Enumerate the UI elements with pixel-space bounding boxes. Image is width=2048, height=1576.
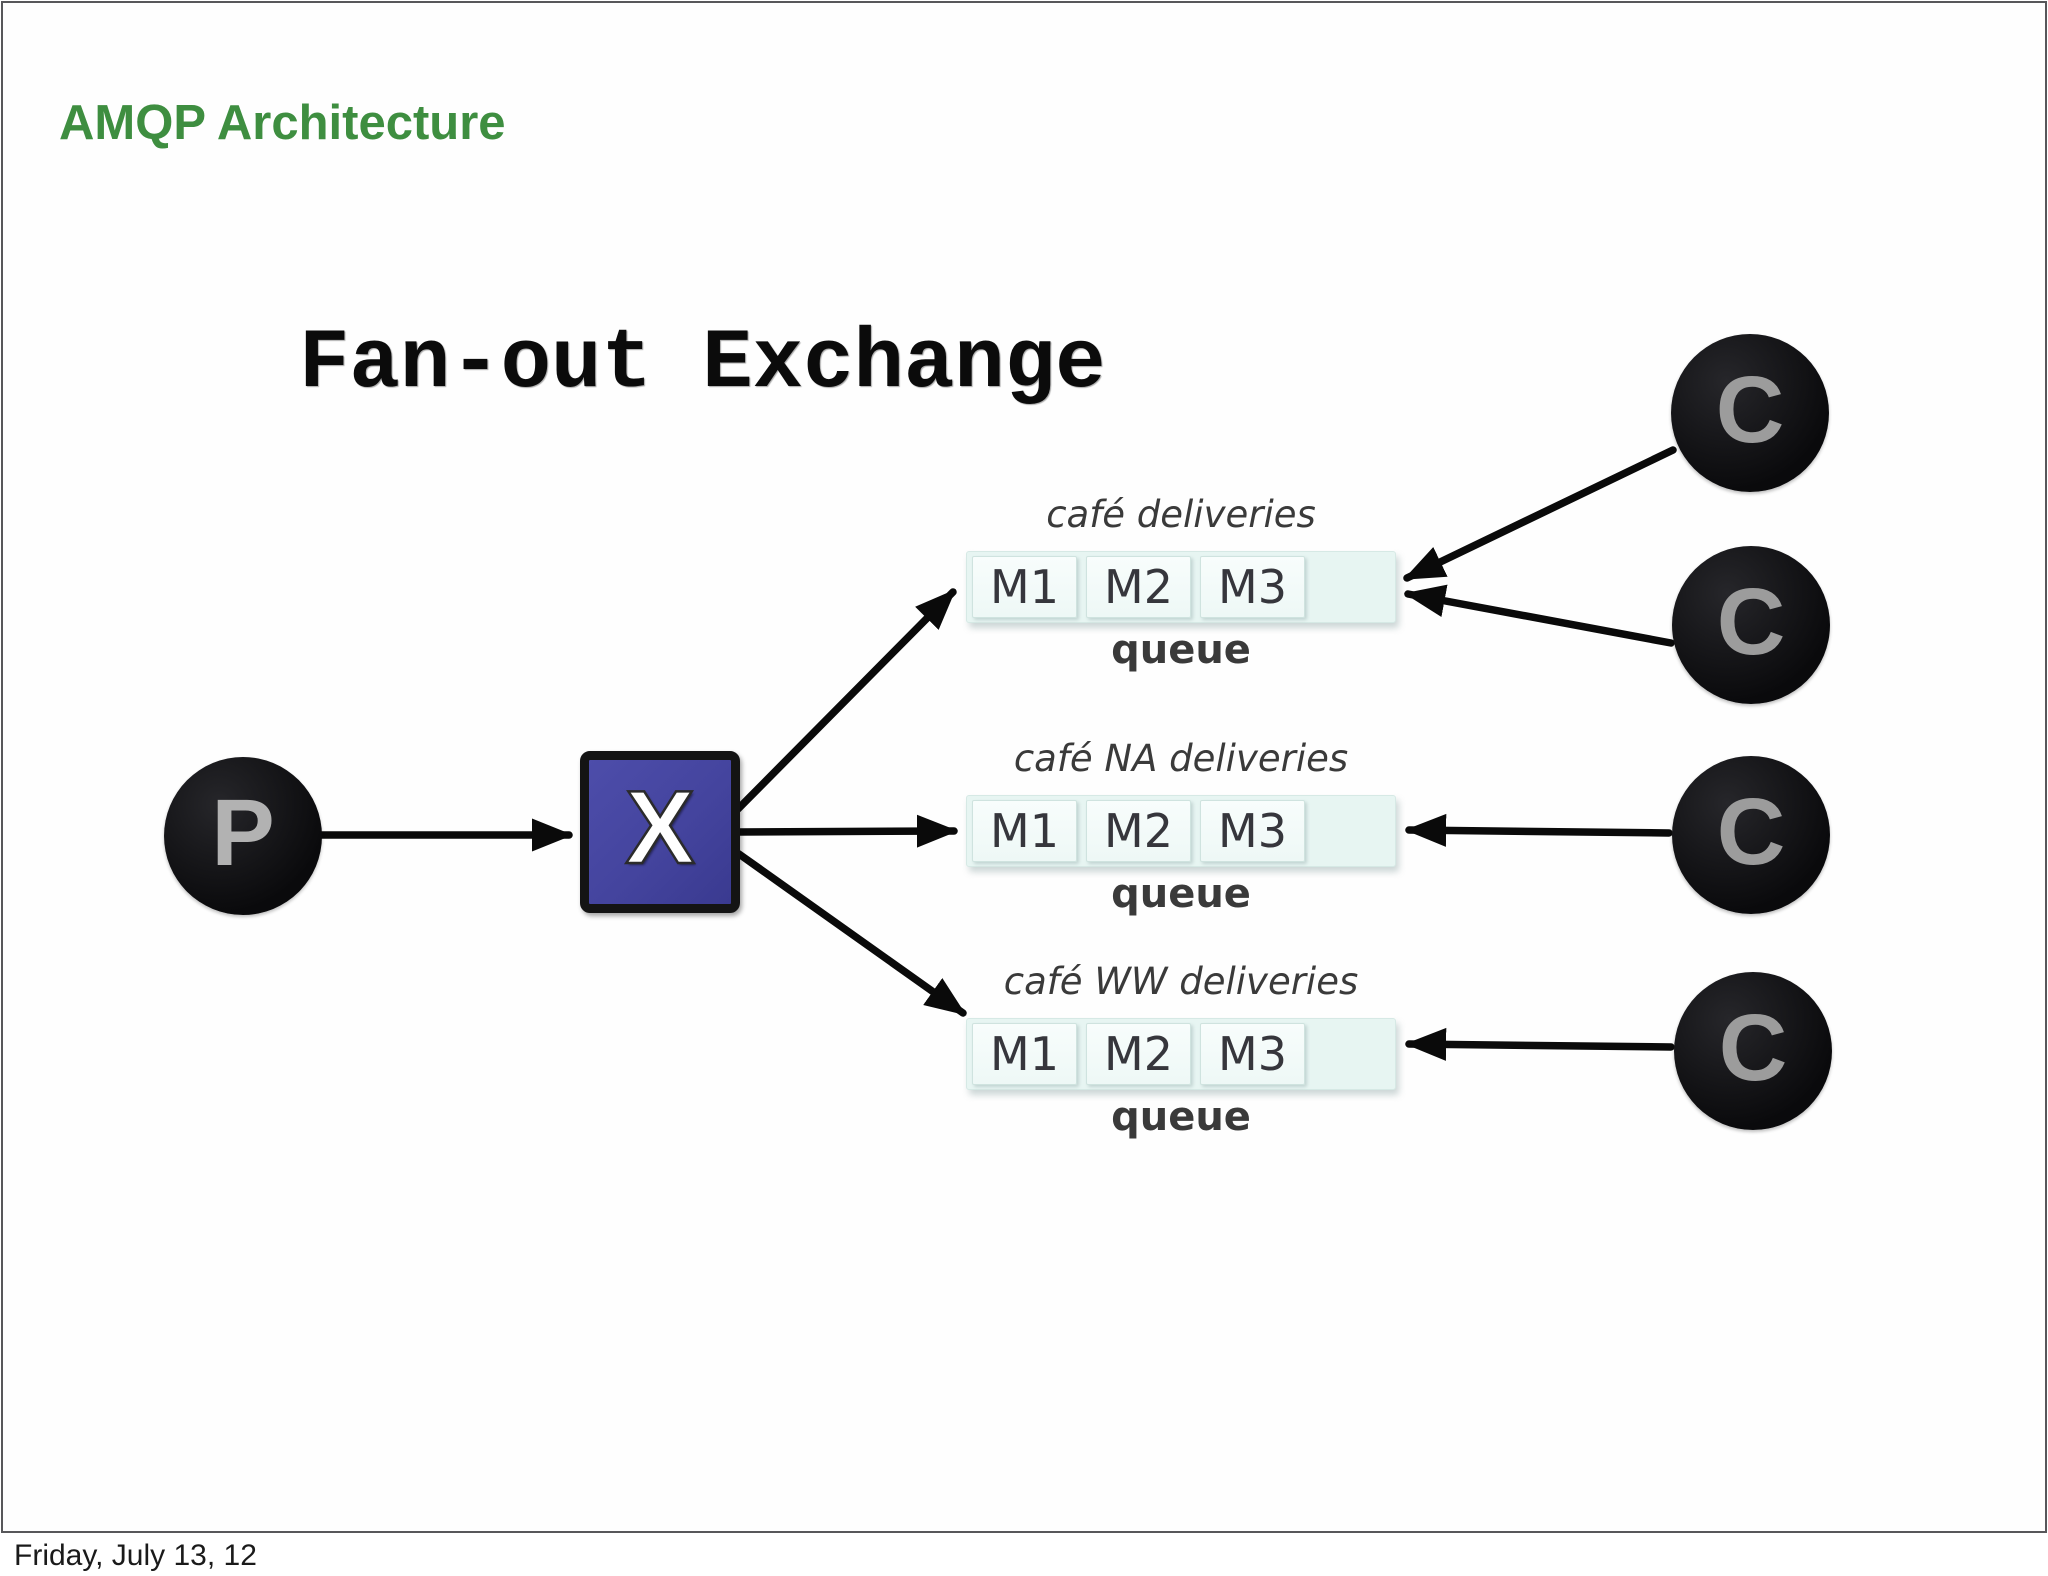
arrow-consumer-3-to-queue-2	[1404, 813, 1673, 847]
arrow-exchange-to-queue-1	[734, 588, 957, 813]
queue-box: M1 M2 M3	[966, 551, 1396, 623]
message-box: M3	[1200, 556, 1305, 618]
message-box: M1	[972, 1023, 1077, 1085]
queue-kind-label: queue	[1111, 627, 1251, 673]
queue-name: café NA deliveries	[1013, 737, 1349, 780]
producer-node: P	[164, 757, 322, 915]
consumer-label: C	[1716, 778, 1786, 885]
queue-group-cafe-ww-deliveries: café WW deliveries M1 M2 M3 queue	[966, 954, 1396, 1138]
consumer-label: C	[1715, 356, 1785, 463]
queue-box: M1 M2 M3	[966, 1018, 1396, 1090]
queue-box: M1 M2 M3	[966, 795, 1396, 867]
arrow-consumer-2-to-queue-1	[1403, 584, 1675, 647]
slide-footer: Friday, July 13, 12	[14, 1539, 257, 1572]
consumer-label: C	[1718, 994, 1788, 1101]
consumer-node-4: C	[1674, 972, 1832, 1130]
arrow-exchange-to-queue-3	[735, 850, 967, 1017]
queue-group-cafe-deliveries: café deliveries M1 M2 M3 queue	[966, 487, 1396, 671]
exchange-label: X	[624, 770, 696, 886]
queue-name: café deliveries	[1046, 493, 1316, 536]
consumer-node-3: C	[1672, 756, 1830, 914]
arrow-consumer-4-to-queue-3	[1404, 1027, 1675, 1061]
message-box: M2	[1086, 1023, 1191, 1085]
message-box: M3	[1200, 800, 1305, 862]
consumer-node-1: C	[1671, 334, 1829, 492]
exchange-node: X	[580, 751, 740, 913]
queue-kind-label: queue	[1111, 1094, 1251, 1140]
consumer-node-2: C	[1672, 546, 1830, 704]
queue-name: café WW deliveries	[1003, 960, 1359, 1003]
message-box: M2	[1086, 556, 1191, 618]
arrow-exchange-to-queue-2	[734, 814, 959, 848]
queue-kind-label: queue	[1111, 871, 1251, 917]
slide: AMQP Architecture Fan-out Exchange P	[1, 1, 2047, 1533]
diagram-heading: Fan-out Exchange	[299, 317, 1106, 412]
arrow-consumer-1-to-queue-1	[1403, 446, 1677, 582]
consumer-label: C	[1716, 568, 1786, 675]
queue-group-cafe-na-deliveries: café NA deliveries M1 M2 M3 queue	[966, 731, 1396, 915]
message-box: M3	[1200, 1023, 1305, 1085]
producer-label: P	[211, 779, 275, 886]
slide-title: AMQP Architecture	[59, 96, 506, 150]
message-box: M1	[972, 556, 1077, 618]
message-box: M2	[1086, 800, 1191, 862]
message-box: M1	[972, 800, 1077, 862]
